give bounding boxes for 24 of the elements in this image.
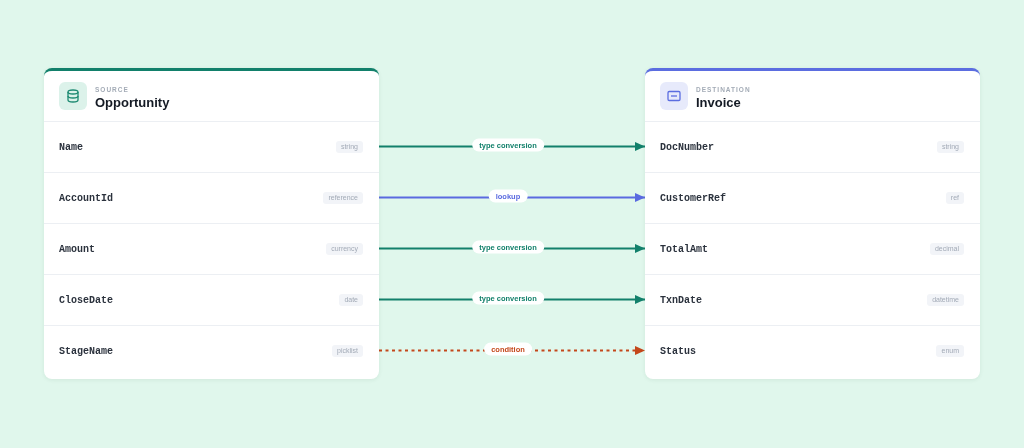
- field-row: [645, 325, 980, 376]
- field-name: TotalAmt: [660, 243, 708, 255]
- field-row: [44, 121, 379, 172]
- field-name: Name: [59, 141, 83, 153]
- field-row: [44, 325, 379, 376]
- field-row: [44, 223, 379, 274]
- entity-title: Opportunity: [95, 95, 170, 110]
- entity-card: [44, 68, 379, 379]
- field-row: [645, 274, 980, 325]
- field-row: [645, 223, 980, 274]
- field-name: StageName: [59, 345, 113, 357]
- field-row: [44, 274, 379, 325]
- field-name: TxnDate: [660, 294, 702, 306]
- field-name: Amount: [59, 243, 95, 255]
- field-row: [645, 172, 980, 223]
- field-name: CloseDate: [59, 294, 113, 306]
- field-row: [645, 121, 980, 172]
- field-name: CustomerRef: [660, 192, 726, 204]
- field-row: [44, 172, 379, 223]
- entity-title: Invoice: [696, 95, 741, 110]
- field-name: AccountId: [59, 192, 113, 204]
- field-name: DocNumber: [660, 141, 714, 153]
- field-name: Status: [660, 345, 696, 357]
- entity-card: [645, 68, 980, 379]
